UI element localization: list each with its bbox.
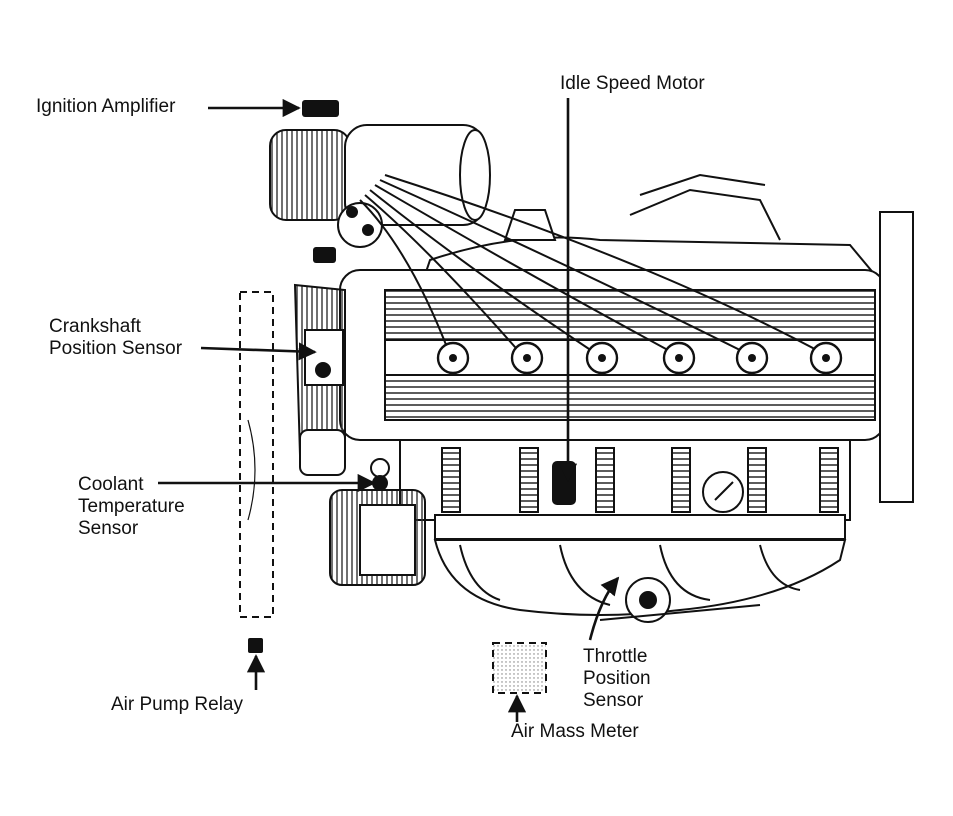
fan-shroud-outline — [239, 291, 274, 618]
air-mass-meter-label: Air Mass Meter — [511, 721, 639, 742]
throttle-position-sensor-line-3: Sensor — [583, 690, 644, 711]
crankshaft-position-sensor-line-1: Crankshaft — [49, 316, 141, 337]
ignition-amplifier-label: Ignition Amplifier — [36, 96, 176, 117]
air-pump-relay-label: Air Pump Relay — [111, 694, 243, 715]
crankshaft-sensor-leader — [200, 342, 317, 361]
coolant-temperature-sensor-line-1: Coolant — [78, 474, 144, 495]
ignition-amplifier-symbol — [302, 100, 339, 117]
crankshaft-position-sensor-line-2: Position Sensor — [49, 338, 183, 359]
air-pump-pulley — [269, 129, 351, 221]
air-mass-meter-symbol — [492, 642, 547, 694]
coolant-temperature-sensor-line-2: Temperature — [78, 496, 185, 517]
idle-speed-motor-label: Idle Speed Motor — [560, 73, 705, 94]
throttle-position-sensor-line-1: Throttle — [583, 646, 648, 667]
throttle-position-sensor-label: Throttle Position Sensor — [583, 646, 651, 712]
coolant-temperature-sensor-label: Coolant Temperature Sensor — [78, 474, 185, 540]
coolant-temperature-sensor-line-3: Sensor — [78, 518, 139, 539]
coolant-sensor-symbol — [372, 475, 388, 491]
throttle-sensor-leader — [588, 576, 620, 641]
crankshaft-position-sensor-label: Crankshaft Position Sensor — [49, 316, 182, 360]
throttle-position-sensor-line-2: Position — [583, 668, 651, 689]
air-pump-relay-symbol — [248, 638, 263, 653]
